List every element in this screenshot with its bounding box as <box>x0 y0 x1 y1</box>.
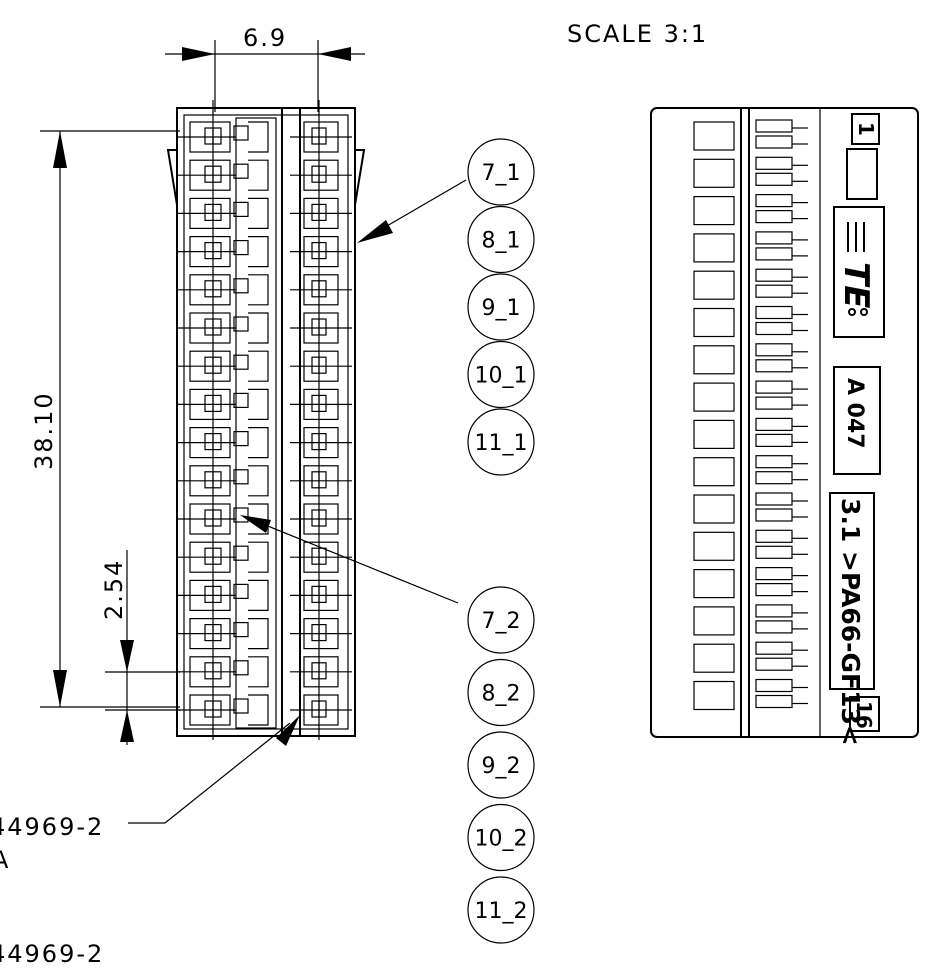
side-pin-slot <box>693 231 808 263</box>
front-pin-cell <box>178 617 352 650</box>
te-logo-icon <box>847 222 868 316</box>
front-pin-cell <box>178 274 352 306</box>
balloon-top: 11_1 <box>467 408 535 476</box>
front-view <box>166 100 366 740</box>
part-revision-a: A <box>0 846 9 874</box>
side-pin-slot <box>693 566 808 599</box>
front-pin-cell <box>178 579 352 612</box>
balloon-label: 7_2 <box>482 609 521 634</box>
part-number-a: 44969-2 <box>0 813 104 841</box>
balloon-top: 9_1 <box>467 273 535 341</box>
balloon-top: 8_1 <box>467 205 535 274</box>
balloon-label: 8_1 <box>482 229 521 254</box>
front-pin-cell <box>178 236 352 268</box>
balloon-bottom: 11_2 <box>467 876 535 944</box>
pin-first-label: 1 <box>854 122 878 136</box>
dimension-width: 6.9 <box>165 24 365 112</box>
side-pin-slot <box>693 492 808 524</box>
balloon-label: 9_2 <box>482 754 521 779</box>
balloon-bottom: 8_2 <box>467 658 535 727</box>
side-pin-slot <box>693 156 808 188</box>
front-pin-cell <box>178 197 352 229</box>
te-logo-text: TE <box>836 262 876 308</box>
balloon-top: 7_1 <box>467 138 535 206</box>
front-pin-cell <box>178 312 352 344</box>
part-number-b: 44969-2 <box>0 940 104 968</box>
side-pin-slot <box>693 268 808 300</box>
pin-last-label: 16 <box>852 701 876 729</box>
front-pin-cell <box>178 388 352 420</box>
date-code-label: A 047 <box>842 378 867 449</box>
dimension-pitch-label: 2.54 <box>100 559 128 620</box>
balloon-top: 10_1 <box>467 340 535 409</box>
balloon-label: 8_2 <box>482 682 521 707</box>
front-pin-cell <box>178 350 352 382</box>
balloon-column: 7_1 8_1 9_1 10_1 11_1 7_2 8_2 9_2 10_2 11_2 <box>467 138 535 944</box>
balloon-label: 11_1 <box>475 431 528 456</box>
dimension-pitch: 2.54 <box>100 550 180 745</box>
front-pin-cell <box>178 121 352 153</box>
leader-lines <box>128 179 467 824</box>
side-pin-slot <box>693 455 808 487</box>
balloon-bottom: 9_2 <box>467 731 535 799</box>
balloon-label: 10_2 <box>475 827 528 852</box>
front-pin-cell <box>178 159 352 191</box>
dimension-height-label: 38.10 <box>30 391 58 470</box>
front-pin-cell <box>178 694 352 726</box>
balloon-bottom: 10_2 <box>467 803 535 872</box>
side-pin-slot <box>693 305 808 338</box>
balloon-bottom: 7_2 <box>467 586 535 654</box>
part-callouts: 44969-2 A 44969-2 <box>0 813 104 968</box>
balloon-label: 10_1 <box>475 364 528 389</box>
side-view: 1 TE A 047 3.1 >PA66-GF13< 16 <box>650 107 919 746</box>
side-pin-slot <box>693 529 808 561</box>
side-pin-slot <box>693 678 808 711</box>
front-pin-cell <box>178 656 352 688</box>
front-pin-cell <box>178 465 352 497</box>
side-pin-slot <box>693 380 808 412</box>
side-pin-slot <box>693 194 808 226</box>
side-pin-slot <box>693 343 808 375</box>
balloon-label: 9_1 <box>482 296 521 321</box>
side-pin-slot <box>693 119 808 151</box>
side-pin-slot <box>693 604 808 636</box>
dimension-width-label: 6.9 <box>243 24 287 52</box>
side-pin-slot <box>693 417 808 449</box>
dimension-height: 38.10 <box>30 130 180 708</box>
scale-label: SCALE 3:1 <box>567 20 708 48</box>
front-pin-cell <box>178 427 352 459</box>
balloon-label: 11_2 <box>475 899 528 924</box>
balloon-label: 7_1 <box>482 161 521 186</box>
front-pin-cell <box>178 541 352 573</box>
side-pin-slot <box>693 641 808 673</box>
